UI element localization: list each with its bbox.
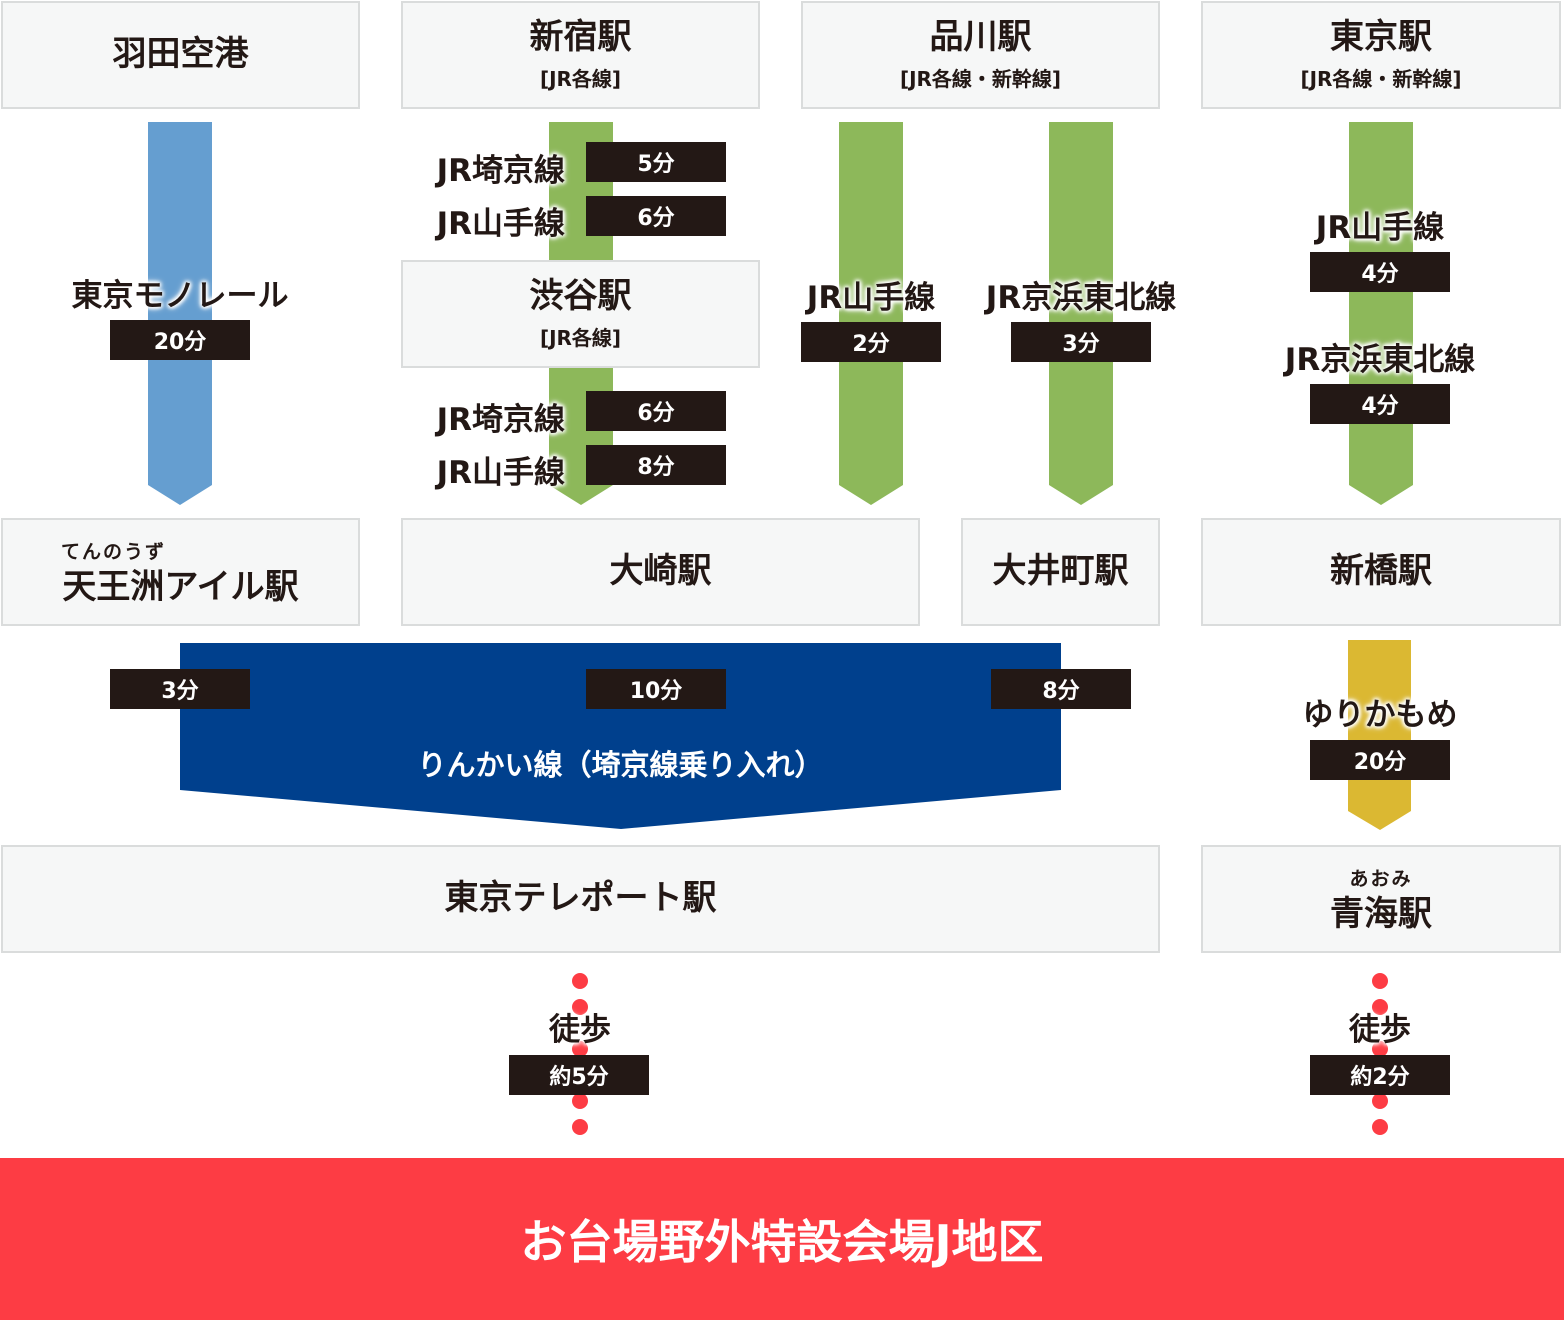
station-oimachi: 大井町駅 (961, 518, 1160, 626)
line-label-saikyo: JR埼京線 (436, 402, 565, 438)
time-badge: 5分 (586, 142, 726, 182)
rinkai-arrow (180, 643, 1061, 829)
time-badge: 2分 (801, 322, 941, 362)
line-label-yamanote: JR山手線 (806, 280, 936, 316)
station-name: 大井町駅 (992, 551, 1129, 592)
time-badge: 20分 (1310, 740, 1450, 780)
station-name: 渋谷駅 (529, 275, 632, 316)
tokyo-jr-arrow (1349, 122, 1413, 505)
line-label-yurikamome: ゆりかもめ (1302, 697, 1458, 733)
station-name: 東京駅 (1330, 16, 1432, 57)
monorail-arrow (148, 122, 212, 505)
walk-label: 徒歩 (1349, 1012, 1411, 1048)
station-osaki: 大崎駅 (401, 518, 920, 626)
line-label-saikyo: JR埼京線 (436, 153, 565, 189)
station-lines: [JR各線・新幹線] (899, 67, 1062, 92)
station-tennozu-isle: てんのうず 天王洲アイル駅 (1, 518, 360, 626)
walk-dot (1372, 1093, 1388, 1109)
station-haneda: 羽田空港 (1, 1, 360, 109)
time-badge: 4分 (1310, 252, 1450, 292)
walk-dot (572, 1041, 588, 1057)
station-lines: [JR各線・新幹線] (1300, 67, 1462, 92)
walk-label: 徒歩 (549, 1012, 611, 1048)
station-name: 天王洲アイル駅 (62, 566, 299, 607)
yurikamome-arrow (1348, 640, 1411, 830)
line-label-keihin-tohoku: JR京浜東北線 (1284, 342, 1476, 378)
walk-dot (572, 973, 588, 989)
station-lines: [JR各線] (539, 67, 622, 92)
station-name: 品川駅 (929, 16, 1032, 57)
time-badge: 3分 (110, 669, 250, 709)
time-badge: 3分 (1011, 322, 1151, 362)
station-ruby: あおみ (1349, 867, 1413, 890)
time-badge: 約5分 (509, 1055, 649, 1095)
line-label-yamanote: JR山手線 (436, 206, 565, 242)
station-shinjuku: 新宿駅 [JR各線] (401, 1, 760, 109)
walk-dot (1372, 973, 1388, 989)
station-name: 東京テレポート駅 (444, 878, 717, 919)
walk-dot (1372, 999, 1388, 1015)
station-tokyo: 東京駅 [JR各線・新幹線] (1201, 1, 1561, 109)
time-badge: 8分 (586, 445, 726, 485)
station-shimbashi: 新橋駅 (1201, 518, 1561, 626)
station-tokyo-teleport: 東京テレポート駅 (1, 845, 1160, 953)
station-name: 青海駅 (1330, 893, 1432, 934)
venue-banner: お台場野外特設会場J地区 (0, 1158, 1564, 1320)
line-label-rinkai: りんかい線（埼京線乗り入れ） (417, 748, 824, 782)
time-badge: 6分 (586, 196, 726, 236)
time-badge: 10分 (586, 669, 726, 709)
station-name: 新橋駅 (1330, 551, 1432, 592)
shinagawa-keihin-arrow (1049, 122, 1113, 505)
walk-dot (572, 1119, 588, 1135)
walk-dot (572, 999, 588, 1015)
line-label-keihin-tohoku: JR京浜東北線 (985, 280, 1177, 316)
time-badge: 約2分 (1310, 1055, 1450, 1095)
station-name: 羽田空港 (112, 34, 249, 75)
time-badge: 6分 (586, 391, 726, 431)
station-lines: [JR各線] (539, 326, 622, 351)
time-badge: 8分 (991, 669, 1131, 709)
station-ruby: てんのうず (61, 540, 167, 563)
station-shinagawa: 品川駅 [JR各線・新幹線] (801, 1, 1160, 109)
shinagawa-yamanote-arrow (839, 122, 903, 505)
line-label-yamanote: JR山手線 (1315, 210, 1445, 246)
station-shibuya: 渋谷駅 [JR各線] (401, 260, 760, 368)
station-name: 大崎駅 (609, 551, 712, 592)
line-label-yamanote: JR山手線 (436, 455, 565, 491)
line-label-monorail: 東京モノレール (71, 278, 289, 314)
walk-dot (1372, 1119, 1388, 1135)
walk-dot (1372, 1041, 1388, 1057)
walk-dot (572, 1093, 588, 1109)
station-name: 新宿駅 (529, 16, 632, 57)
time-badge: 4分 (1310, 384, 1450, 424)
station-aomi: あおみ 青海駅 (1201, 845, 1561, 953)
time-badge: 20分 (110, 320, 250, 360)
